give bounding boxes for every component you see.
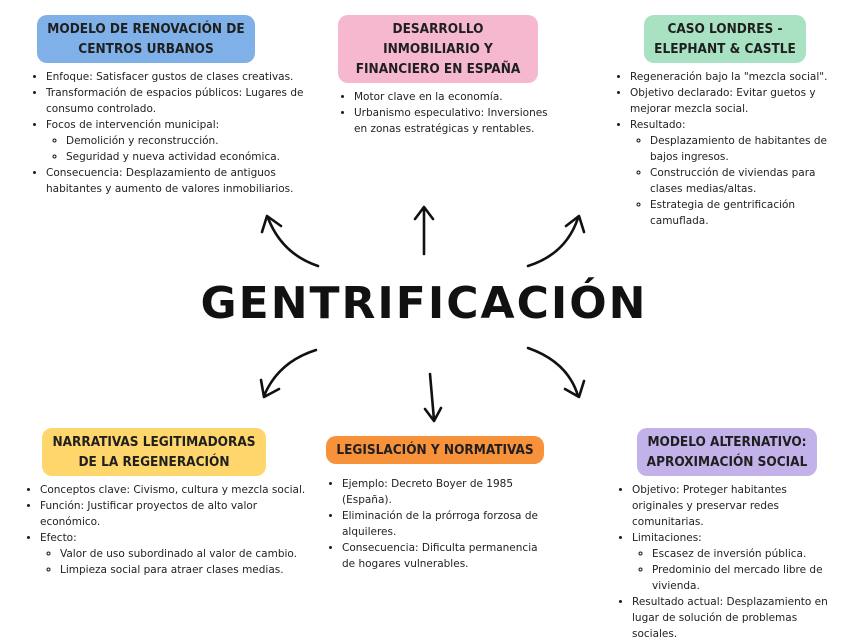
node-desarrollo-title: DESARROLLO INMOBILIARIO Y FINANCIERO EN … [338, 15, 538, 83]
sub-list-item: Desplazamiento de habitantes de bajos in… [650, 133, 836, 165]
sub-list-item: Demolición y reconstrucción. [66, 133, 322, 149]
list-item: Regeneración bajo la "mezcla social". [630, 69, 836, 85]
arrow-to-renovacion [260, 214, 320, 268]
list-item: Resultado: Desplazamiento de habitantes … [630, 117, 836, 229]
node-legislacion-title: LEGISLACIÓN Y NORMATIVAS [326, 436, 544, 464]
node-londres-list: Regeneración bajo la "mezcla social". Ob… [614, 69, 836, 229]
node-renovacion-list: Enfoque: Satisfacer gustos de clases cre… [30, 69, 322, 197]
list-item: Función: Justificar proyectos de alto va… [40, 498, 314, 530]
sub-list-item: Predominio del mercado libre de vivienda… [652, 562, 838, 594]
arrow-to-desarrollo [413, 205, 435, 256]
sub-list-item: Escasez de inversión pública. [652, 546, 838, 562]
list-item: Resultado actual: Desplazamiento en luga… [632, 594, 838, 642]
list-item: Eliminación de la prórroga forzosa de al… [342, 508, 544, 540]
sub-list-item: Construcción de viviendas para clases me… [650, 165, 836, 197]
node-narrativas-title: NARRATIVAS LEGITIMADORAS DE LA REGENERAC… [42, 428, 266, 476]
list-item: Ejemplo: Decreto Boyer de 1985 (España). [342, 476, 544, 508]
node-legislacion-list: Ejemplo: Decreto Boyer de 1985 (España).… [326, 476, 544, 572]
node-londres: CASO LONDRES - ELEPHANT & CASTLE Regener… [614, 15, 836, 229]
node-renovacion-title: MODELO DE RENOVACIÓN DE CENTROS URBANOS [37, 15, 255, 63]
node-desarrollo-list: Motor clave en la economía. Urbanismo es… [338, 89, 548, 137]
node-londres-title: CASO LONDRES - ELEPHANT & CASTLE [644, 15, 806, 63]
sub-list-item: Limpieza social para atraer clases media… [60, 562, 314, 578]
arrow-to-legislacion [423, 372, 443, 423]
central-topic: GENTRIFICACIÓN [200, 278, 648, 329]
node-desarrollo: DESARROLLO INMOBILIARIO Y FINANCIERO EN … [338, 15, 548, 137]
list-item: Consecuencia: Dificulta permanencia de h… [342, 540, 544, 572]
list-item: Focos de intervención municipal: Demolic… [46, 117, 322, 165]
node-renovacion: MODELO DE RENOVACIÓN DE CENTROS URBANOS … [30, 15, 322, 197]
sub-list-item: Estrategia de gentrificación camuflada. [650, 197, 836, 229]
sub-list-item: Valor de uso subordinado al valor de cam… [60, 546, 314, 562]
node-alternativo: MODELO ALTERNATIVO: APROXIMACIÓN SOCIAL … [616, 428, 838, 642]
node-alternativo-title: MODELO ALTERNATIVO: APROXIMACIÓN SOCIAL [636, 428, 818, 476]
node-legislacion: LEGISLACIÓN Y NORMATIVAS Ejemplo: Decret… [326, 436, 544, 572]
list-item: Objetivo declarado: Evitar guetos y mejo… [630, 85, 836, 117]
list-item: Enfoque: Satisfacer gustos de clases cre… [46, 69, 322, 85]
list-item: Conceptos clave: Civismo, cultura y mezc… [40, 482, 314, 498]
arrow-to-londres [526, 214, 586, 268]
node-alternativo-list: Objetivo: Proteger habitantes originales… [616, 482, 838, 642]
arrow-to-alternativo [526, 346, 586, 399]
list-item: Efecto: Valor de uso subordinado al valo… [40, 530, 314, 578]
list-item: Urbanismo especulativo: Inversiones en z… [354, 105, 548, 137]
sub-list-item: Seguridad y nueva actividad económica. [66, 149, 322, 165]
list-item: Consecuencia: Desplazamiento de antiguos… [46, 165, 322, 197]
node-narrativas-list: Conceptos clave: Civismo, cultura y mezc… [24, 482, 314, 578]
list-item: Limitaciones: Escasez de inversión públi… [632, 530, 838, 594]
list-item: Transformación de espacios públicos: Lug… [46, 85, 322, 117]
list-item: Motor clave en la economía. [354, 89, 548, 105]
arrow-to-narrativas [259, 348, 318, 399]
list-item: Objetivo: Proteger habitantes originales… [632, 482, 838, 530]
node-narrativas: NARRATIVAS LEGITIMADORAS DE LA REGENERAC… [24, 428, 314, 578]
